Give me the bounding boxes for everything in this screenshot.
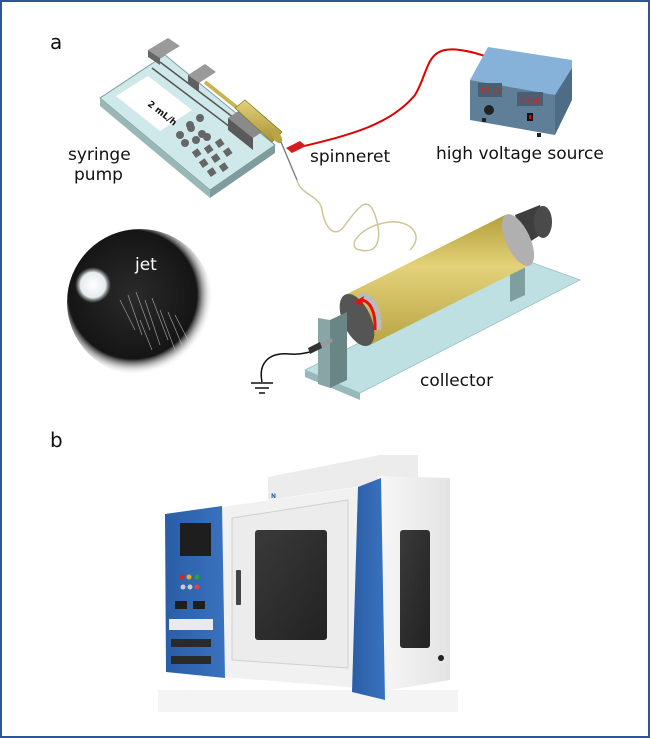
electrospinning-machine: N bbox=[158, 455, 458, 712]
svg-text:N: N bbox=[271, 493, 276, 500]
ground-icon bbox=[251, 382, 273, 394]
panel-a-label: a bbox=[50, 30, 63, 54]
panel-b-label: b bbox=[50, 428, 63, 452]
ground-wire bbox=[260, 342, 322, 383]
high-voltage-source bbox=[470, 47, 572, 137]
syringe-pump-label-line1: syringe bbox=[68, 145, 131, 165]
jet-photo bbox=[67, 229, 213, 375]
jet-label: jet bbox=[135, 255, 157, 275]
collector-label: collector bbox=[420, 371, 494, 391]
voltage-readout: 12 kV bbox=[480, 87, 503, 96]
current-readout: 0 mA bbox=[520, 96, 541, 105]
syringe-pump bbox=[99, 38, 298, 198]
high-voltage-wire bbox=[286, 48, 491, 153]
collector-drum bbox=[304, 205, 581, 400]
spinneret-label: spinneret bbox=[310, 147, 391, 167]
syringe-pump-label-line2: pump bbox=[74, 164, 123, 185]
syringe-pump-label: syringe pump bbox=[68, 145, 131, 185]
high-voltage-source-label: high voltage source bbox=[436, 144, 604, 164]
fiber-jet-spiral bbox=[296, 179, 417, 252]
